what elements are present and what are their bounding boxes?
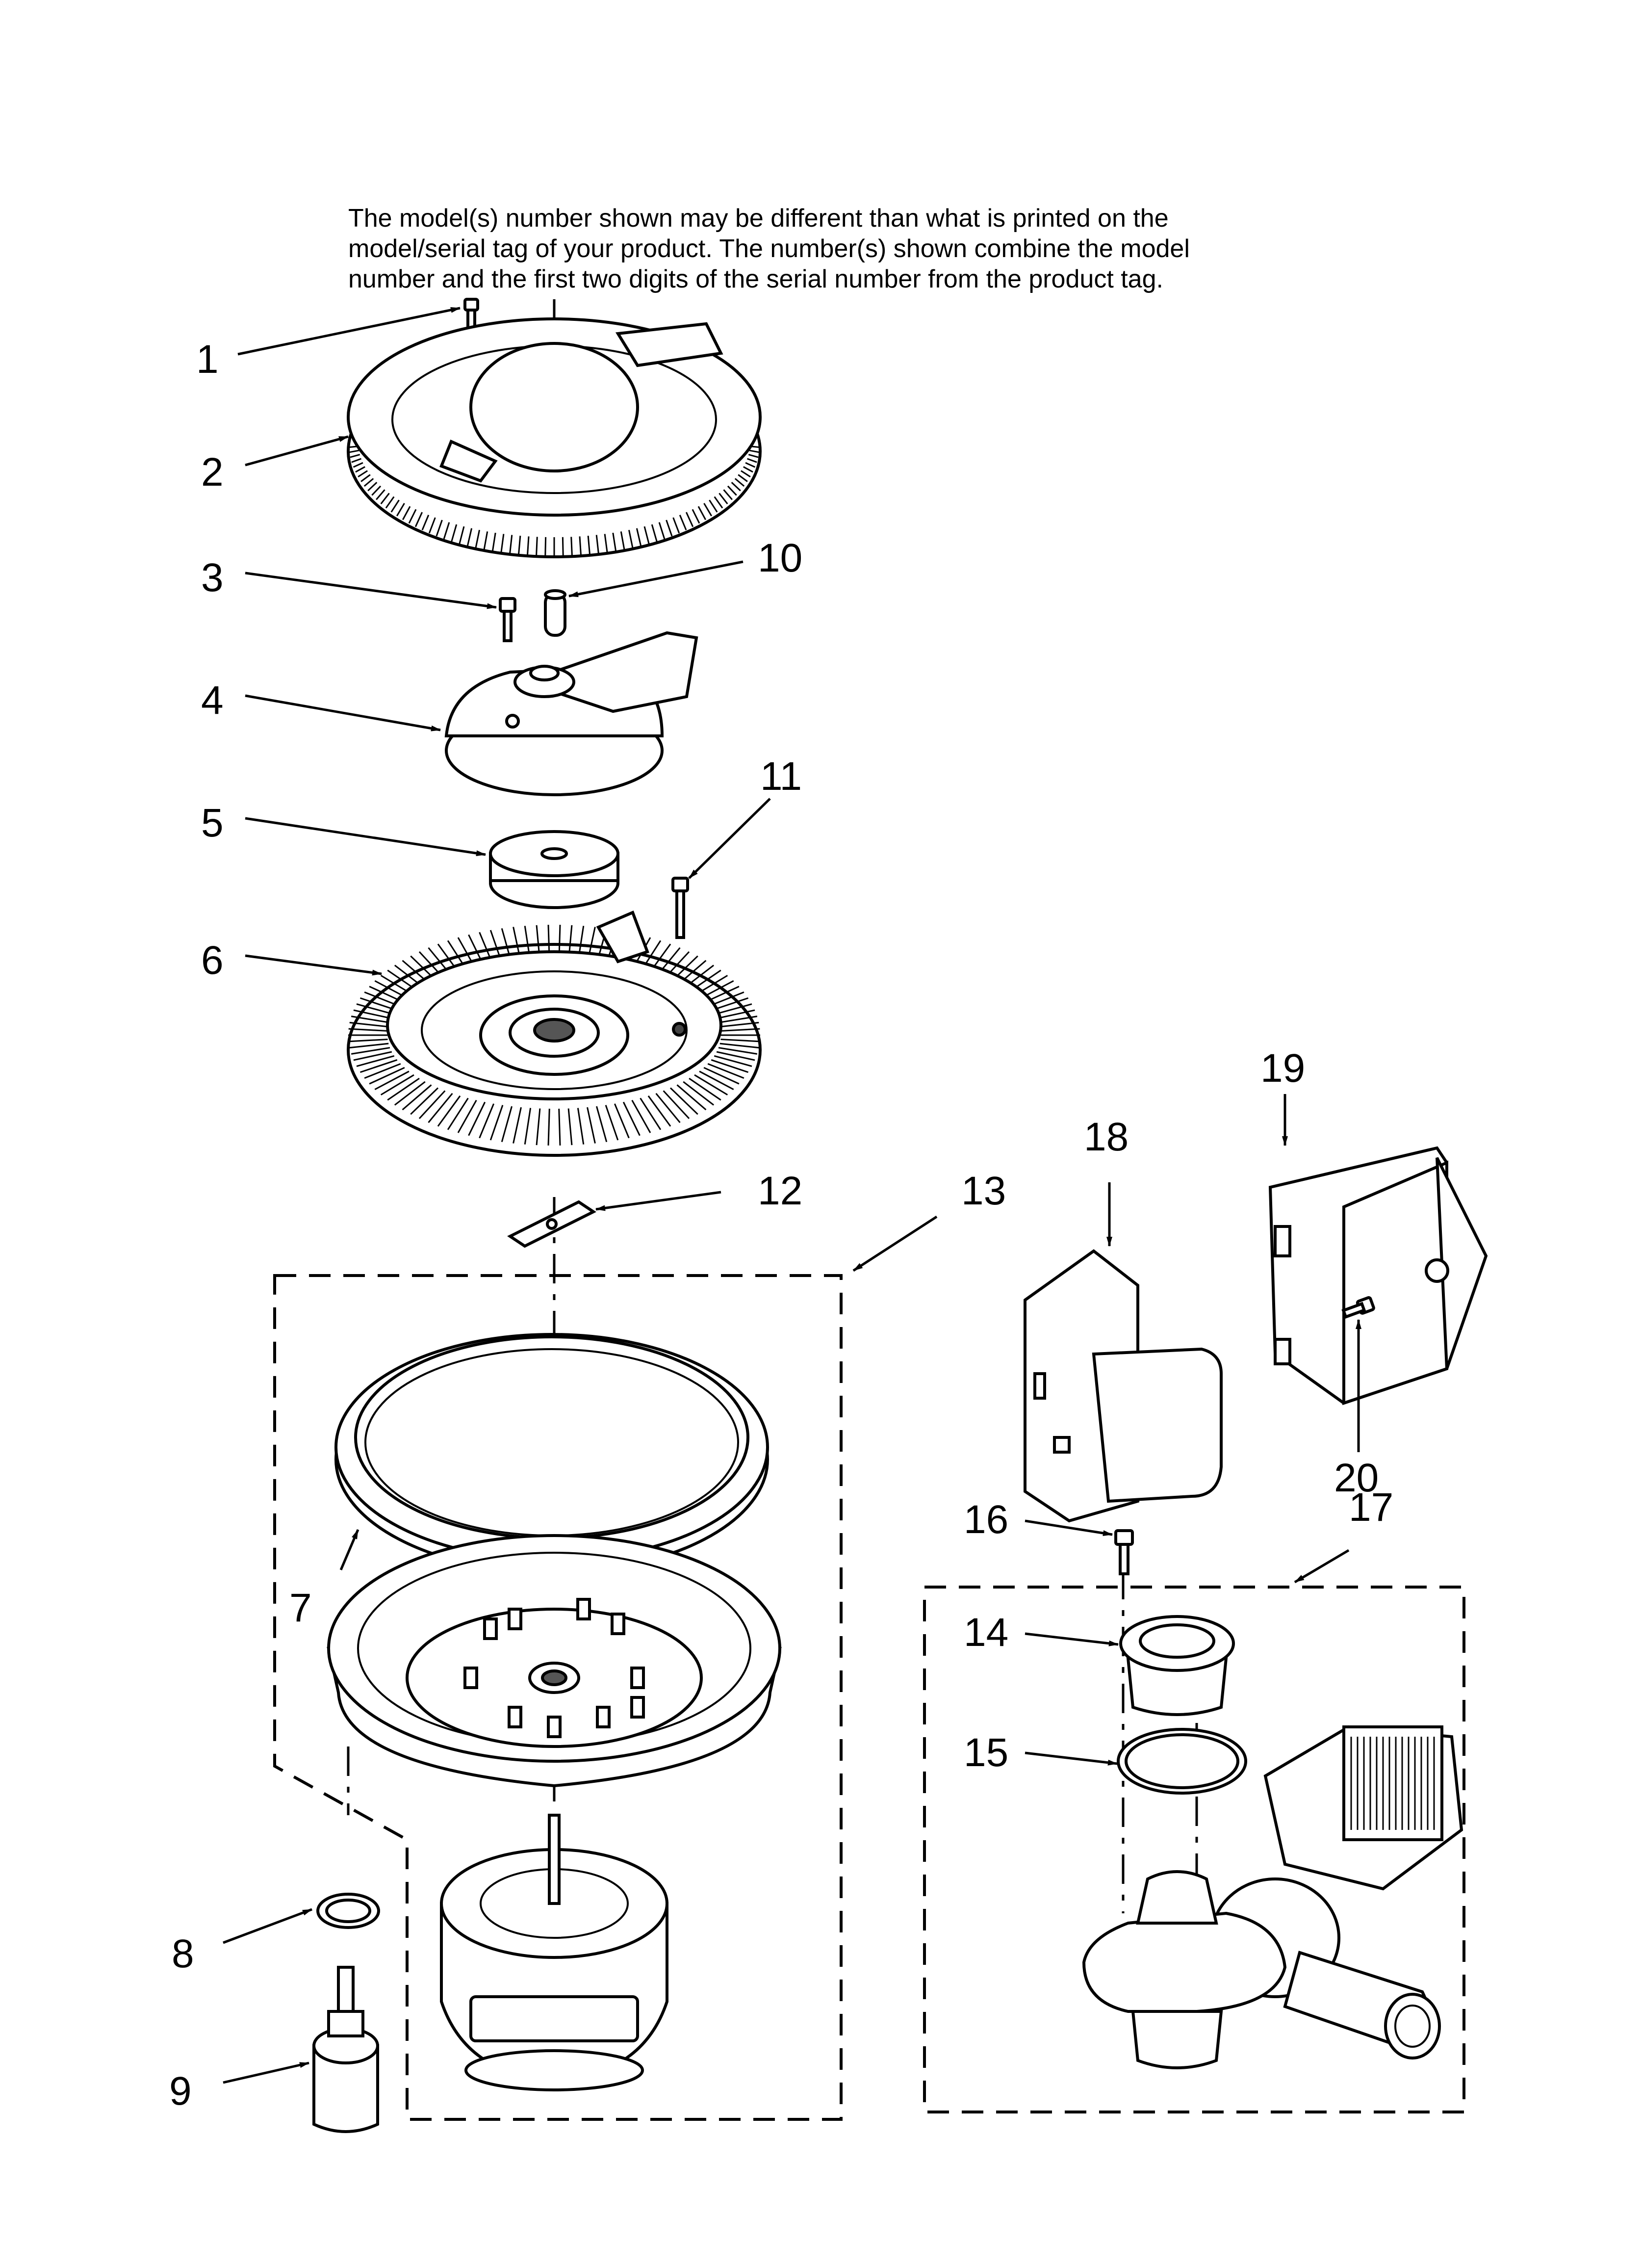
callout-9: 9 (169, 2069, 192, 2113)
part-9-sensor (312, 1966, 379, 2133)
part-16-screw (1114, 1529, 1134, 1575)
part-7-seal-ring (334, 1333, 769, 1574)
part-3-screw (499, 597, 516, 642)
callout-14: 14 (964, 1610, 1008, 1655)
part-6-pump-body (347, 911, 762, 1157)
part-8-o-ring (316, 1893, 380, 1929)
callout-17: 17 (1349, 1485, 1393, 1530)
part-2-cover-ring (347, 317, 762, 558)
callout-12: 12 (758, 1169, 802, 1213)
sump-basin-pegs (463, 1598, 645, 1738)
pump-body-fins (348, 925, 760, 1146)
part-14-drain-cap (1119, 1615, 1235, 1716)
part-18-bracket (1024, 1249, 1223, 1523)
callout-11: 11 (760, 754, 802, 799)
callout-leaders (223, 307, 1361, 2084)
callout-15: 15 (964, 1730, 1008, 1775)
callout-numbers: 1 2 3 4 5 6 7 8 9 10 11 12 13 14 15 16 1… (169, 337, 1393, 2113)
part-11-screw (671, 877, 689, 939)
callout-5: 5 (201, 801, 224, 845)
note-line-2: model/serial tag of your product. The nu… (348, 235, 1190, 263)
drive-motor (440, 1814, 668, 2091)
callout-3: 3 (201, 555, 224, 600)
callout-1: 1 (196, 337, 219, 382)
drain-pump-motor (1082, 1725, 1463, 2069)
part-15-o-ring (1117, 1728, 1247, 1795)
part-12-gasket (507, 1200, 596, 1248)
part-10-pin (544, 589, 566, 637)
callout-13: 13 (961, 1169, 1006, 1213)
part-5-impeller (489, 830, 619, 909)
callout-19: 19 (1260, 1046, 1305, 1091)
note-line-3: number and the first two digits of the s… (348, 265, 1163, 293)
callout-10: 10 (758, 536, 802, 580)
callout-6: 6 (201, 938, 224, 983)
callout-16: 16 (964, 1497, 1008, 1542)
drain-pump-assembly-box (923, 1586, 1465, 2113)
part-19-control-box (1268, 1146, 1488, 1406)
sump-basin (327, 1534, 782, 1788)
part-20-screw (1341, 1296, 1375, 1319)
note-line-1: The model(s) number shown may be differe… (348, 204, 1169, 233)
cover-ring-teeth (348, 445, 760, 557)
model-number-note: The model(s) number shown may be differe… (348, 204, 1190, 293)
callout-20: 20 (1334, 1456, 1379, 1500)
drain-pump-coil-lines (1350, 1737, 1435, 1830)
callout-4: 4 (201, 678, 224, 723)
part-4-pump-cover (444, 631, 698, 796)
callout-2: 2 (201, 450, 224, 495)
callout-18: 18 (1084, 1115, 1129, 1159)
sump-assembly-box (273, 1274, 843, 2121)
callout-8: 8 (172, 1931, 194, 1976)
callout-7: 7 (289, 1586, 312, 1630)
